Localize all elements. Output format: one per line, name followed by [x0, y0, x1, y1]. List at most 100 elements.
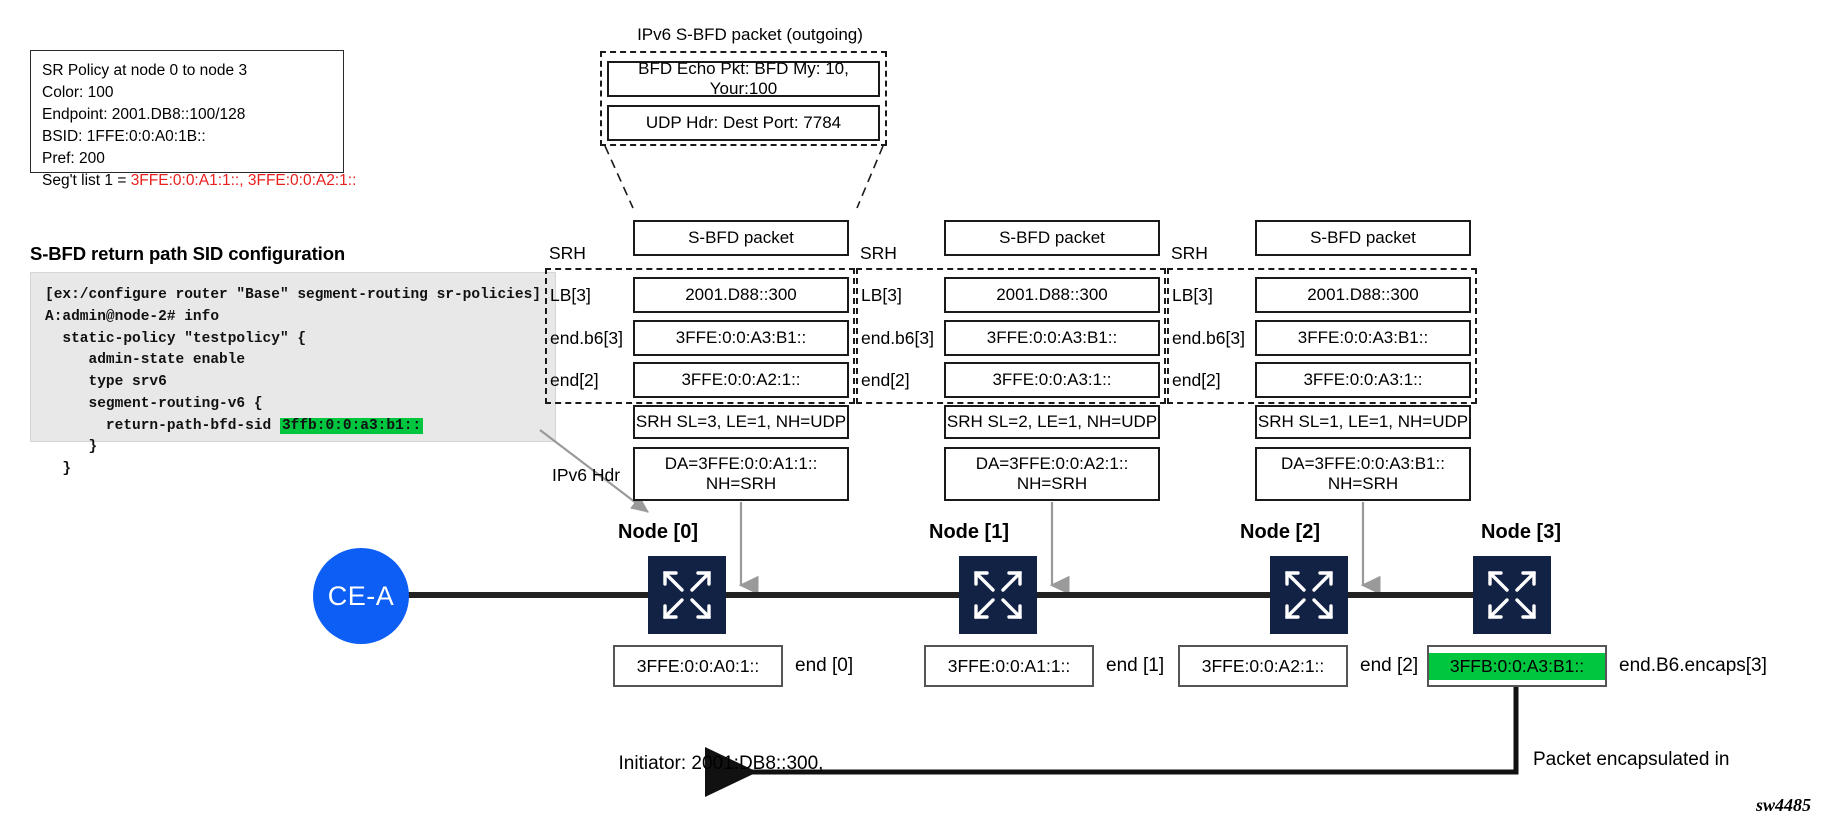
- udp-hdr-row: UDP Hdr: Dest Port: 7784: [607, 105, 880, 141]
- node-2-end-label: end [2]: [1360, 655, 1419, 676]
- initiator-note: Initiator: 2001:DB8::300, Discriminator:…: [556, 700, 886, 824]
- config-title: S-BFD return path SID configuration: [30, 243, 346, 264]
- figure-id: sw4485: [1756, 795, 1812, 815]
- node-1-sid: 3FFE:0:0:A1:1::: [947, 655, 1071, 676]
- stack-to-link-arrows: [738, 502, 1381, 595]
- stack-1-srh-label: SRH: [860, 243, 897, 263]
- node-0-router-icon[interactable]: [648, 556, 726, 634]
- stack-2-srh-label: SRH: [1171, 243, 1208, 263]
- return-path-arrow: [705, 687, 1519, 797]
- stack-0-srh-meta: SRH SL=3, LE=1, NH=UDP: [633, 405, 849, 439]
- stack-0-srh-label: SRH: [549, 243, 586, 263]
- stack-2-srh-meta: SRH SL=1, LE=1, NH=UDP: [1255, 405, 1471, 439]
- stack-2-entry-1-value: 3FFE:0:0:A3:B1::: [1255, 320, 1471, 356]
- config-code-block: [ex:/configure router "Base" segment-rou…: [30, 272, 556, 477]
- stack-2-entry-1-label: end.b6[3]: [1172, 328, 1245, 348]
- config-line-5: type srv6: [45, 374, 167, 390]
- node-0-end-label: end [0]: [795, 655, 854, 676]
- sr-policy-line-0: SR Policy at node 0 to node 3: [42, 62, 248, 79]
- node-1-title: Node [1]: [929, 521, 1009, 543]
- expansion-lines: [604, 145, 884, 209]
- config-line-1: [ex:/configure router "Base" segment-rou…: [45, 287, 541, 303]
- outgoing-packet-caption: IPv6 S-BFD packet (outgoing): [637, 25, 863, 44]
- node-3-router-icon[interactable]: [1473, 556, 1551, 634]
- stack-2-entry-2-value: 3FFE:0:0:A3:1::: [1255, 362, 1471, 398]
- stack-1-entry-0-label: LB[3]: [861, 285, 902, 305]
- sr-policy-seglist: Seg't list 1 = 3FFE:0:0:A1:1::, 3FFE:0:0…: [42, 170, 356, 192]
- stack-2-entry-0-label: LB[3]: [1172, 285, 1213, 305]
- topology-link-line: [408, 592, 1510, 598]
- node-1-sid-box: 3FFE:0:0:A1:1::: [924, 645, 1094, 687]
- encap-line-1: Packet encapsulated in: [1533, 749, 1730, 771]
- stack-2-entry-0-value: 2001.D88::300: [1255, 277, 1471, 313]
- config-line-4: admin-state enable: [45, 352, 246, 369]
- stack-1-ipv6-hdr: DA=3FFE:0:0:A2:1:: NH=SRH: [944, 447, 1160, 501]
- stack-2-sbfd-packet: S-BFD packet: [1255, 220, 1471, 256]
- node-2-title: Node [2]: [1240, 521, 1320, 543]
- stack-1-sbfd-packet: S-BFD packet: [944, 220, 1160, 256]
- node-2-router-icon[interactable]: [1270, 556, 1348, 634]
- config-leader-line: [539, 429, 649, 513]
- stack-0-srh-region: [545, 268, 855, 404]
- node-1-router-icon[interactable]: [959, 556, 1037, 634]
- stack-1-ipv6-line2: NH=SRH: [1016, 474, 1088, 493]
- stack-1-entry-1-label: end.b6[3]: [861, 328, 934, 348]
- node-3-sid-box: 3FFB:0:0:A3:B1::: [1427, 645, 1607, 687]
- config-line-8: }: [45, 439, 98, 456]
- bfd-echo-row: BFD Echo Pkt: BFD My: 10, Your:100: [607, 59, 880, 98]
- ce-a-node[interactable]: CE-A: [313, 548, 409, 644]
- sr-policy-box: SR Policy at node 0 to node 3 Color: 100…: [30, 50, 356, 189]
- router-arrows-icon: [1285, 571, 1333, 619]
- router-arrows-icon: [1488, 571, 1536, 619]
- stack-0-entry-1-value: 3FFE:0:0:A3:B1::: [633, 320, 849, 356]
- stack-0-ipv6-line1: DA=3FFE:0:0:A1:1::: [664, 454, 818, 474]
- outgoing-packet-dashed-border: [600, 51, 887, 146]
- initiator-line-1: Initiator: 2001:DB8::300,: [618, 753, 824, 775]
- config-line-3: static-policy "testpolicy" {: [45, 330, 307, 347]
- stack-1-entry-2-value: 3FFE:0:0:A3:1::: [944, 362, 1160, 398]
- node-3-end-label: end.B6.encaps[3]: [1619, 655, 1767, 676]
- config-line-6: segment-routing-v6 {: [45, 395, 263, 412]
- stack-0-entry-0-value: 2001.D88::300: [633, 277, 849, 313]
- stack-1-entry-2-label: end[2]: [861, 370, 910, 390]
- sr-policy-line-1: Color: 100: [42, 84, 114, 101]
- stack-0-entry-1-label: end.b6[3]: [550, 328, 623, 348]
- config-line-9: }: [45, 461, 72, 477]
- stack-0-ipv6-label: IPv6 Hdr: [552, 465, 621, 485]
- encapsulation-note: Packet encapsulated in reverse path SRv6…: [1533, 696, 1833, 824]
- node-3-sid: 3FFB:0:0:A3:B1::: [1429, 652, 1605, 680]
- router-arrows-icon: [663, 571, 711, 619]
- node-2-sid: 3FFE:0:0:A2:1::: [1201, 655, 1325, 676]
- stack-1-entry-0-value: 2001.D88::300: [944, 277, 1160, 313]
- sr-policy-line-4: Pref: 200: [42, 150, 105, 167]
- stack-0-ipv6-hdr: DA=3FFE:0:0:A1:1:: NH=SRH: [633, 447, 849, 501]
- stack-2-ipv6-line1: DA=3FFE:0:0:A3:B1::: [1281, 454, 1445, 474]
- stack-1-srh-region: [856, 268, 1166, 404]
- sr-policy-line-2: Endpoint: 2001.DB8::100/128: [42, 106, 246, 123]
- stack-0-entry-2-label: end[2]: [550, 370, 599, 390]
- stack-0-sbfd-packet: S-BFD packet: [633, 220, 849, 256]
- stack-1-ipv6-line1: DA=3FFE:0:0:A2:1::: [975, 454, 1129, 474]
- stack-0-entry-2-value: 3FFE:0:0:A2:1::: [633, 362, 849, 398]
- router-arrows-icon: [974, 571, 1022, 619]
- seglist-value: 3FFE:0:0:A1:1::, 3FFE:0:0:A2:1::: [130, 172, 357, 189]
- stack-1-entry-1-value: 3FFE:0:0:A3:B1::: [944, 320, 1160, 356]
- node-1-end-label: end [1]: [1106, 655, 1165, 676]
- stack-1-srh-meta: SRH SL=2, LE=1, NH=UDP: [944, 405, 1160, 439]
- node-3-title: Node [3]: [1481, 521, 1561, 543]
- stack-0-entry-0-label: LB[3]: [550, 285, 591, 305]
- sr-policy-line-3: BSID: 1FFE:0:0:A0:1B::: [42, 128, 206, 145]
- stack-2-ipv6-line2: NH=SRH: [1327, 474, 1399, 493]
- config-line-7-prefix: return-path-bfd-sid: [45, 417, 280, 434]
- stack-0-ipv6-line2: NH=SRH: [705, 474, 777, 493]
- node-2-sid-box: 3FFE:0:0:A2:1::: [1178, 645, 1348, 687]
- node-0-title: Node [0]: [618, 521, 698, 543]
- seglist-label: Seg't list 1 =: [42, 172, 131, 189]
- node-0-sid-box: 3FFE:0:0:A0:1::: [613, 645, 783, 687]
- node-0-sid: 3FFE:0:0:A0:1::: [636, 655, 760, 676]
- return-path-bfd-sid-value: 3ffb:0:0:a3:b1::: [279, 417, 424, 434]
- stack-2-srh-region: [1167, 268, 1477, 404]
- config-line-2: A:admin@node-2# info: [45, 308, 220, 325]
- stack-2-entry-2-label: end[2]: [1172, 370, 1221, 390]
